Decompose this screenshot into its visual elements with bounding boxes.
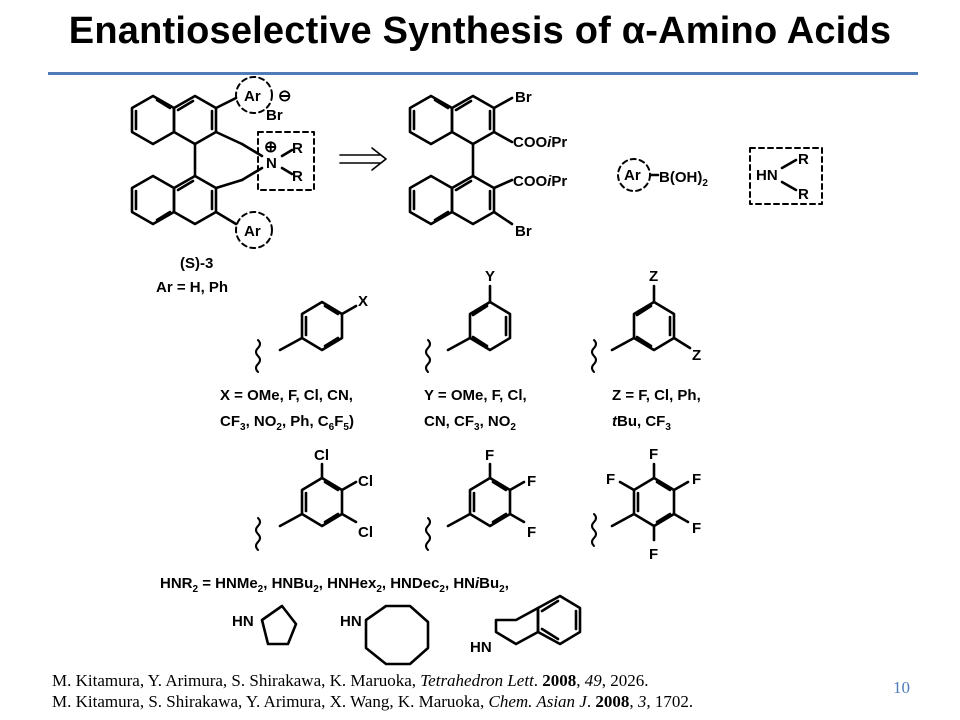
precursor-br-top: Br (515, 89, 532, 106)
meta-substituted-aryl (425, 284, 512, 373)
pentafluoro-aryl (591, 462, 690, 547)
pentafluoro-f-right-bottom: F (692, 520, 701, 537)
precursor-ester-top: COOiPr (513, 134, 567, 151)
dimeta-z-top: Z (649, 268, 658, 285)
dimeta-z-bottom: Z (692, 347, 701, 364)
z-definition-line1: Z = F, Cl, Ph, (612, 387, 701, 404)
page-number: 10 (893, 678, 910, 697)
pentafluoro-f-bottom: F (649, 546, 658, 563)
para-substituted-aryl (255, 300, 358, 373)
catalyst-structure (130, 94, 294, 226)
catalyst-br: Br (266, 107, 283, 124)
amine-hn: HN (756, 167, 778, 184)
catalyst-positive-charge: ⊕ (264, 139, 277, 156)
pentafluoro-f-left: F (606, 471, 615, 488)
amine-r-bottom: R (798, 186, 809, 203)
ar-highlight-bottom (235, 211, 273, 249)
catalyst-ar-bottom: Ar (244, 223, 261, 240)
title-divider (48, 72, 918, 75)
biaryl-precursor (408, 94, 514, 226)
tetrahydroisoquinoline (494, 594, 582, 646)
trichloro-cl-top: Cl (314, 447, 329, 464)
pentafluoro-f-right-top: F (692, 471, 701, 488)
trichloro-cl-mid: Cl (358, 473, 373, 490)
catalyst-label: (S)-3 (180, 255, 213, 272)
thiq-hn: HN (470, 639, 492, 656)
precursor-br-bottom: Br (515, 223, 532, 240)
retrosynthesis-arrow (339, 147, 387, 171)
secondary-amine (749, 147, 823, 205)
boronic-acid (617, 158, 660, 192)
reference-2: M. Kitamura, S. Shirakawa, Y. Arimura, X… (52, 692, 694, 711)
azocane-hn: HN (340, 613, 362, 630)
catalyst-n: N (266, 155, 277, 172)
amine-r-top: R (798, 151, 809, 168)
amine-highlight (257, 131, 315, 191)
trifluoro-f-bottom: F (527, 524, 536, 541)
pyrrolidine (260, 604, 298, 646)
para-x-label: X (358, 293, 368, 310)
catalyst-r-bottom: R (292, 168, 303, 185)
y-definition-line2: CN, CF3, NO2 (424, 413, 516, 433)
precursor-ester-bottom: COOiPr (513, 173, 567, 190)
z-definition-line2: tBu, CF3 (612, 413, 671, 433)
references: M. Kitamura, Y. Arimura, S. Shirakawa, K… (52, 670, 882, 712)
x-definition-line2: CF3, NO2, Ph, C6F5) (220, 413, 354, 433)
trifluoro-aryl (425, 462, 526, 551)
catalyst-r-top: R (292, 140, 303, 157)
catalyst-negative-charge: ⊖ (278, 88, 291, 105)
meta-y-label: Y (485, 268, 495, 285)
y-definition-line1: Y = OMe, F, Cl, (424, 387, 527, 404)
trifluoro-f-mid: F (527, 473, 536, 490)
pentafluoro-f-top: F (649, 446, 658, 463)
amine-list: HNR2 = HNMe2, HNBu2, HNHex2, HNDec2, HNi… (160, 575, 509, 595)
catalyst-ar-top: Ar (244, 88, 261, 105)
boronic-group: B(OH)2 (659, 169, 708, 189)
trichloro-aryl (255, 462, 358, 551)
azocane (364, 604, 430, 666)
catalyst-ar-definition: Ar = H, Ph (156, 279, 228, 296)
dimeta-substituted-aryl (591, 284, 692, 373)
reference-1: M. Kitamura, Y. Arimura, S. Shirakawa, K… (52, 671, 649, 690)
slide-title: Enantioselective Synthesis of α-Amino Ac… (68, 10, 892, 52)
ar-highlight-top (235, 76, 273, 114)
x-definition-line1: X = OMe, F, Cl, CN, (220, 387, 353, 404)
pyrrolidine-hn: HN (232, 613, 254, 630)
trichloro-cl-bottom: Cl (358, 524, 373, 541)
boronic-ar: Ar (624, 167, 641, 184)
trifluoro-f-top: F (485, 447, 494, 464)
